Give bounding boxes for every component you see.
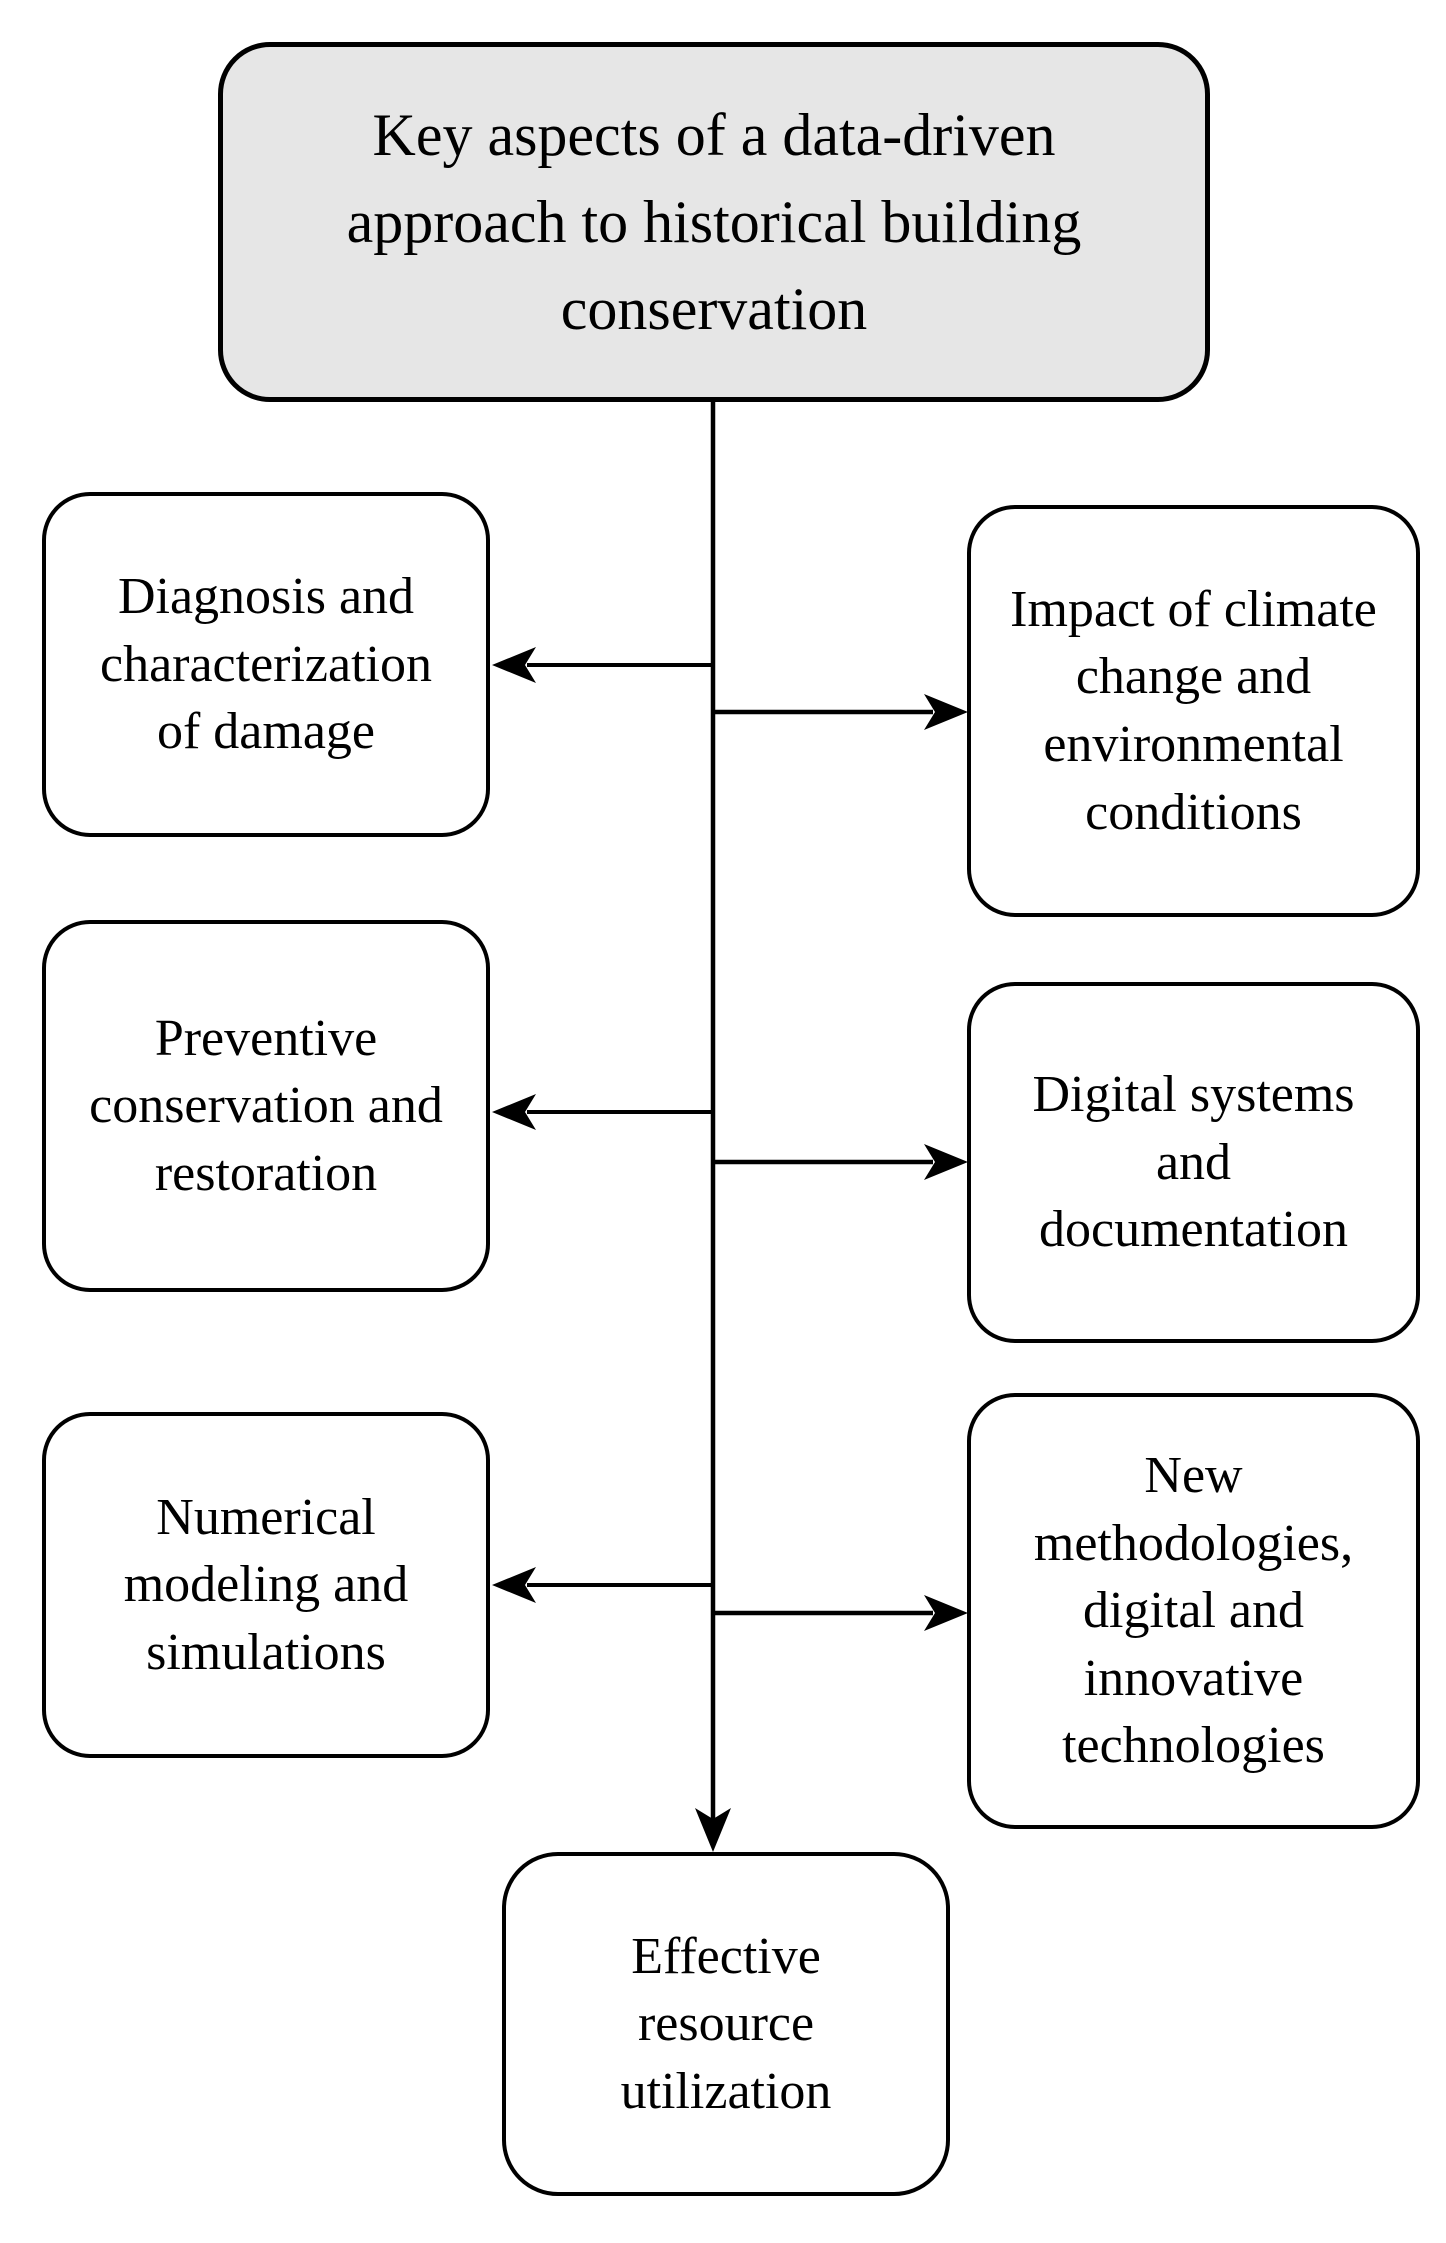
node-preventive-conservation: Preventive conservation and restoration (42, 920, 490, 1292)
node-new-methodologies-label: New methodologies, digital and innovativ… (1033, 1447, 1354, 1775)
arrowhead-left-2 (492, 1094, 536, 1130)
node-climate-impact-label: Impact of climate change and environment… (1010, 580, 1377, 841)
node-numerical-modeling: Numerical modeling and simulations (42, 1412, 490, 1758)
node-digital-systems: Digital systems and documentation (967, 982, 1420, 1343)
node-numerical-modeling-label: Numerical modeling and simulations (123, 1488, 409, 1681)
node-new-methodologies: New methodologies, digital and innovativ… (967, 1393, 1420, 1829)
node-key-aspects: Key aspects of a data-driven approach to… (218, 42, 1210, 402)
arrowhead-left-1 (492, 647, 536, 683)
node-climate-impact: Impact of climate change and environment… (967, 505, 1420, 917)
node-digital-systems-label: Digital systems and documentation (1032, 1066, 1355, 1259)
node-diagnosis-damage: Diagnosis and characterization of damage (42, 492, 490, 837)
node-preventive-conservation-label: Preventive conservation and restoration (89, 1009, 443, 1202)
node-key-aspects-label: Key aspects of a data-driven approach to… (346, 101, 1082, 342)
arrowhead-right-2 (924, 1144, 968, 1180)
node-effective-resource: Effective resource utilization (502, 1852, 950, 2196)
arrowhead-right-1 (924, 694, 968, 730)
node-diagnosis-damage-label: Diagnosis and characterization of damage (100, 568, 432, 761)
arrowhead-left-3 (492, 1567, 536, 1603)
arrowhead-down-outcome (695, 1808, 731, 1852)
node-effective-resource-label: Effective resource utilization (620, 1927, 832, 2120)
arrowhead-right-3 (924, 1595, 968, 1631)
